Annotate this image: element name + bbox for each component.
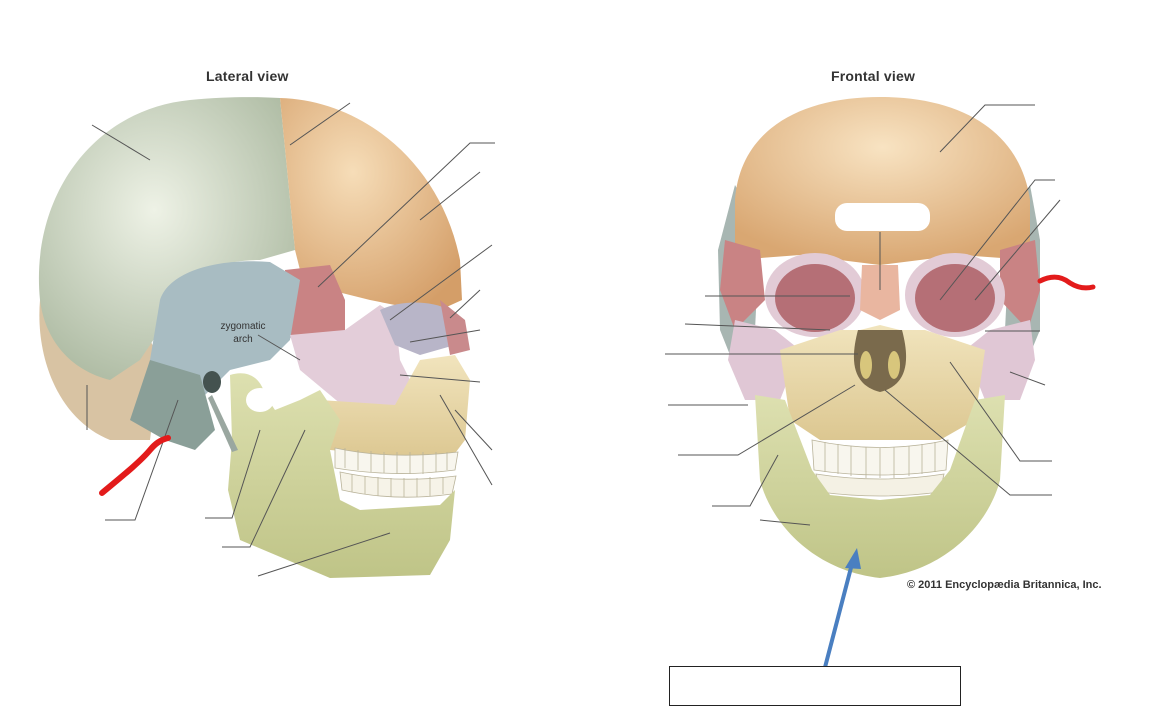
blue-arrow <box>821 548 861 677</box>
frontal-skull <box>718 97 1040 578</box>
skull-diagram: zygomatic arch <box>38 97 1096 677</box>
zygomatic-arch-label-line1: zygomatic <box>220 321 265 332</box>
frontal-view-title: Frontal view <box>831 68 916 84</box>
parietal-bone <box>38 97 295 380</box>
orbit-right-inner <box>915 264 995 332</box>
answer-box[interactable] <box>669 666 961 706</box>
copyright-notice: © 2011 Encyclopædia Britannica, Inc. <box>907 579 1102 591</box>
zygomatic-left <box>728 320 800 400</box>
zygomatic-bone <box>290 305 410 420</box>
nasal-concha-left <box>860 351 872 379</box>
mandible-front <box>755 395 1005 578</box>
nasal-bone-lateral <box>440 300 470 355</box>
frontal-leader-lines <box>665 104 1061 526</box>
sphenoid-right <box>1000 240 1040 330</box>
orbit-lateral <box>380 302 455 355</box>
zygomatic-arch-label-line2: arch <box>233 334 252 345</box>
lower-teeth-lateral <box>339 471 457 498</box>
zygomatic-right <box>965 320 1035 400</box>
sphenoid-bone <box>285 265 345 350</box>
upper-teeth-lateral <box>334 447 459 474</box>
mandibular-notch <box>246 388 274 412</box>
nasal-bone-front <box>860 265 900 320</box>
orbit-left-inner <box>775 264 855 332</box>
maxilla-lateral <box>320 355 470 460</box>
mandible-lateral <box>228 373 455 578</box>
red-annotation-lateral <box>99 435 171 496</box>
frontal-bone <box>280 98 462 310</box>
nasal-concha-right <box>888 351 900 379</box>
lateral-view-title: Lateral view <box>206 68 289 84</box>
red-annotation-frontal <box>1037 274 1096 291</box>
lateral-skull <box>38 97 470 578</box>
mastoid-process <box>130 360 215 450</box>
temporal-bone <box>150 261 300 400</box>
lateral-leader-lines <box>86 102 495 577</box>
forehead-highlight <box>835 203 930 231</box>
styloid-process <box>208 395 238 452</box>
upper-teeth-front <box>811 439 949 478</box>
external-acoustic-meatus <box>203 371 221 393</box>
sphenoid-left <box>720 240 765 330</box>
frontal-bone-front <box>735 97 1030 265</box>
